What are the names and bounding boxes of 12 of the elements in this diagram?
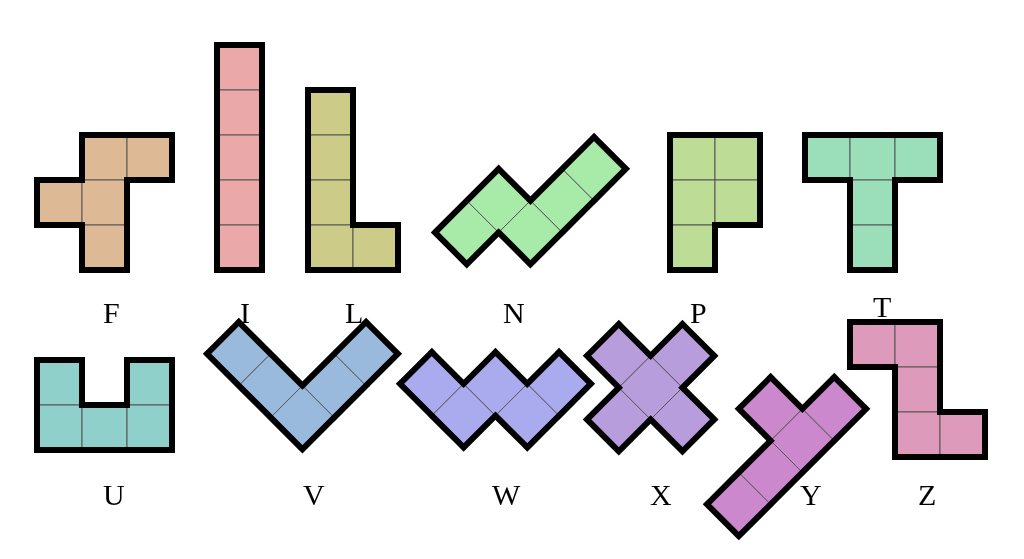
piece-letter: T [873, 292, 892, 322]
piece-letter: P [690, 298, 707, 328]
piece-letter: X [650, 480, 672, 510]
piece-letter: L [345, 298, 364, 328]
piece-letter: Z [918, 480, 937, 510]
piece-letter: F [103, 298, 120, 328]
piece-letter: W [492, 480, 521, 510]
piece-letter: U [103, 480, 125, 510]
piece-letter: Y [800, 480, 822, 510]
piece-letter: V [303, 480, 325, 510]
piece-letter: I [240, 298, 250, 328]
piece-letter: N [503, 298, 525, 328]
